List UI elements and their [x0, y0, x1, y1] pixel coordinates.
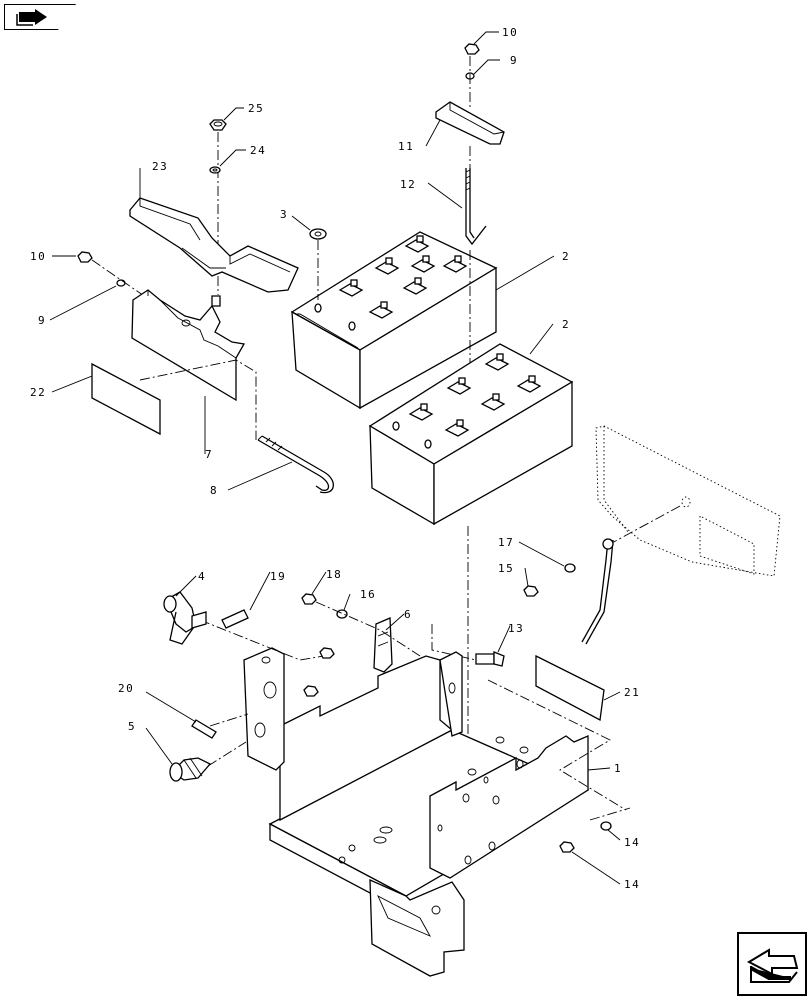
callout-11: 11 [398, 140, 414, 153]
callout-9-top: 9 [510, 54, 518, 67]
part-25-nut[interactable] [209, 119, 227, 131]
callout-10-top: 10 [502, 26, 518, 39]
callout-20: 20 [118, 682, 134, 695]
part-18-bolt[interactable] [475, 651, 505, 667]
part-4-disconnect-switch[interactable] [163, 591, 207, 645]
callout-12: 12 [400, 178, 416, 191]
callout-6: 6 [404, 608, 412, 621]
part-11-hold-down-bar[interactable] [435, 101, 505, 145]
part-7-bracket[interactable] [131, 289, 246, 402]
part-2-battery-lower[interactable] [368, 343, 574, 526]
callout-25: 25 [248, 102, 264, 115]
callout-24: 24 [250, 144, 266, 157]
book-arrow-icon [16, 9, 47, 26]
part-16-washer[interactable] [336, 609, 348, 619]
callout-22: 22 [30, 386, 46, 399]
battery-cover-phantom [595, 425, 781, 577]
part-14-nut-lower[interactable] [559, 841, 575, 853]
callout-18: 13 [508, 622, 524, 635]
part-5-key-switch[interactable] [169, 757, 212, 782]
part-13-washer[interactable] [600, 821, 612, 831]
callout-9-left: 9 [38, 314, 46, 327]
callout-1: 1 [614, 762, 622, 775]
return-arrow-icon [746, 948, 799, 983]
callout-21: 21 [624, 686, 640, 699]
part-3-washer[interactable] [309, 228, 327, 240]
callout-10-left: 10 [30, 250, 46, 263]
callout-17: 18 [326, 568, 342, 581]
part-10-nut-left[interactable] [77, 251, 93, 263]
callout-5: 5 [128, 720, 136, 733]
part-6-clip[interactable] [373, 617, 393, 673]
part-15-washer[interactable] [564, 563, 576, 573]
part-23-hold-down-clamp[interactable] [129, 197, 299, 293]
top-nav-button[interactable] [4, 4, 76, 30]
part-10-nut-top[interactable] [464, 43, 480, 55]
part-24-washer[interactable] [209, 166, 221, 174]
part-2-battery-upper[interactable] [290, 231, 498, 410]
callout-13: 14 [624, 836, 640, 849]
part-17-nut[interactable] [301, 593, 317, 605]
part-19-decal[interactable] [221, 609, 249, 629]
battery-cable[interactable] [581, 538, 614, 645]
part-9-washer-left[interactable] [116, 279, 126, 287]
bottom-nav-button[interactable] [737, 932, 807, 996]
leader-lines [49, 31, 621, 885]
callout-2-upper: 2 [562, 250, 570, 263]
callout-23: 23 [152, 160, 168, 173]
callout-16: 16 [360, 588, 376, 601]
callout-14-upper: 15 [498, 562, 514, 575]
callout-7: 7 [205, 448, 213, 461]
callout-19: 19 [270, 570, 286, 583]
part-1-battery-tray[interactable] [243, 647, 590, 977]
callout-4: 4 [198, 570, 206, 583]
part-14-nut-upper[interactable] [523, 585, 539, 597]
callout-3: 3 [280, 208, 288, 221]
callout-labels: 10 9 25 11 24 23 12 3 10 2 9 2 22 7 8 17… [30, 26, 640, 891]
part-12-j-hook[interactable] [465, 168, 487, 246]
part-8-j-bolt[interactable] [257, 435, 334, 494]
callout-15: 17 [498, 536, 514, 549]
callout-8: 8 [210, 484, 218, 497]
callout-2-lower: 2 [562, 318, 570, 331]
part-20-label[interactable] [191, 719, 217, 739]
callout-14-lower: 14 [624, 878, 640, 891]
part-21-label[interactable] [535, 654, 605, 722]
part-22-label[interactable] [91, 362, 161, 436]
